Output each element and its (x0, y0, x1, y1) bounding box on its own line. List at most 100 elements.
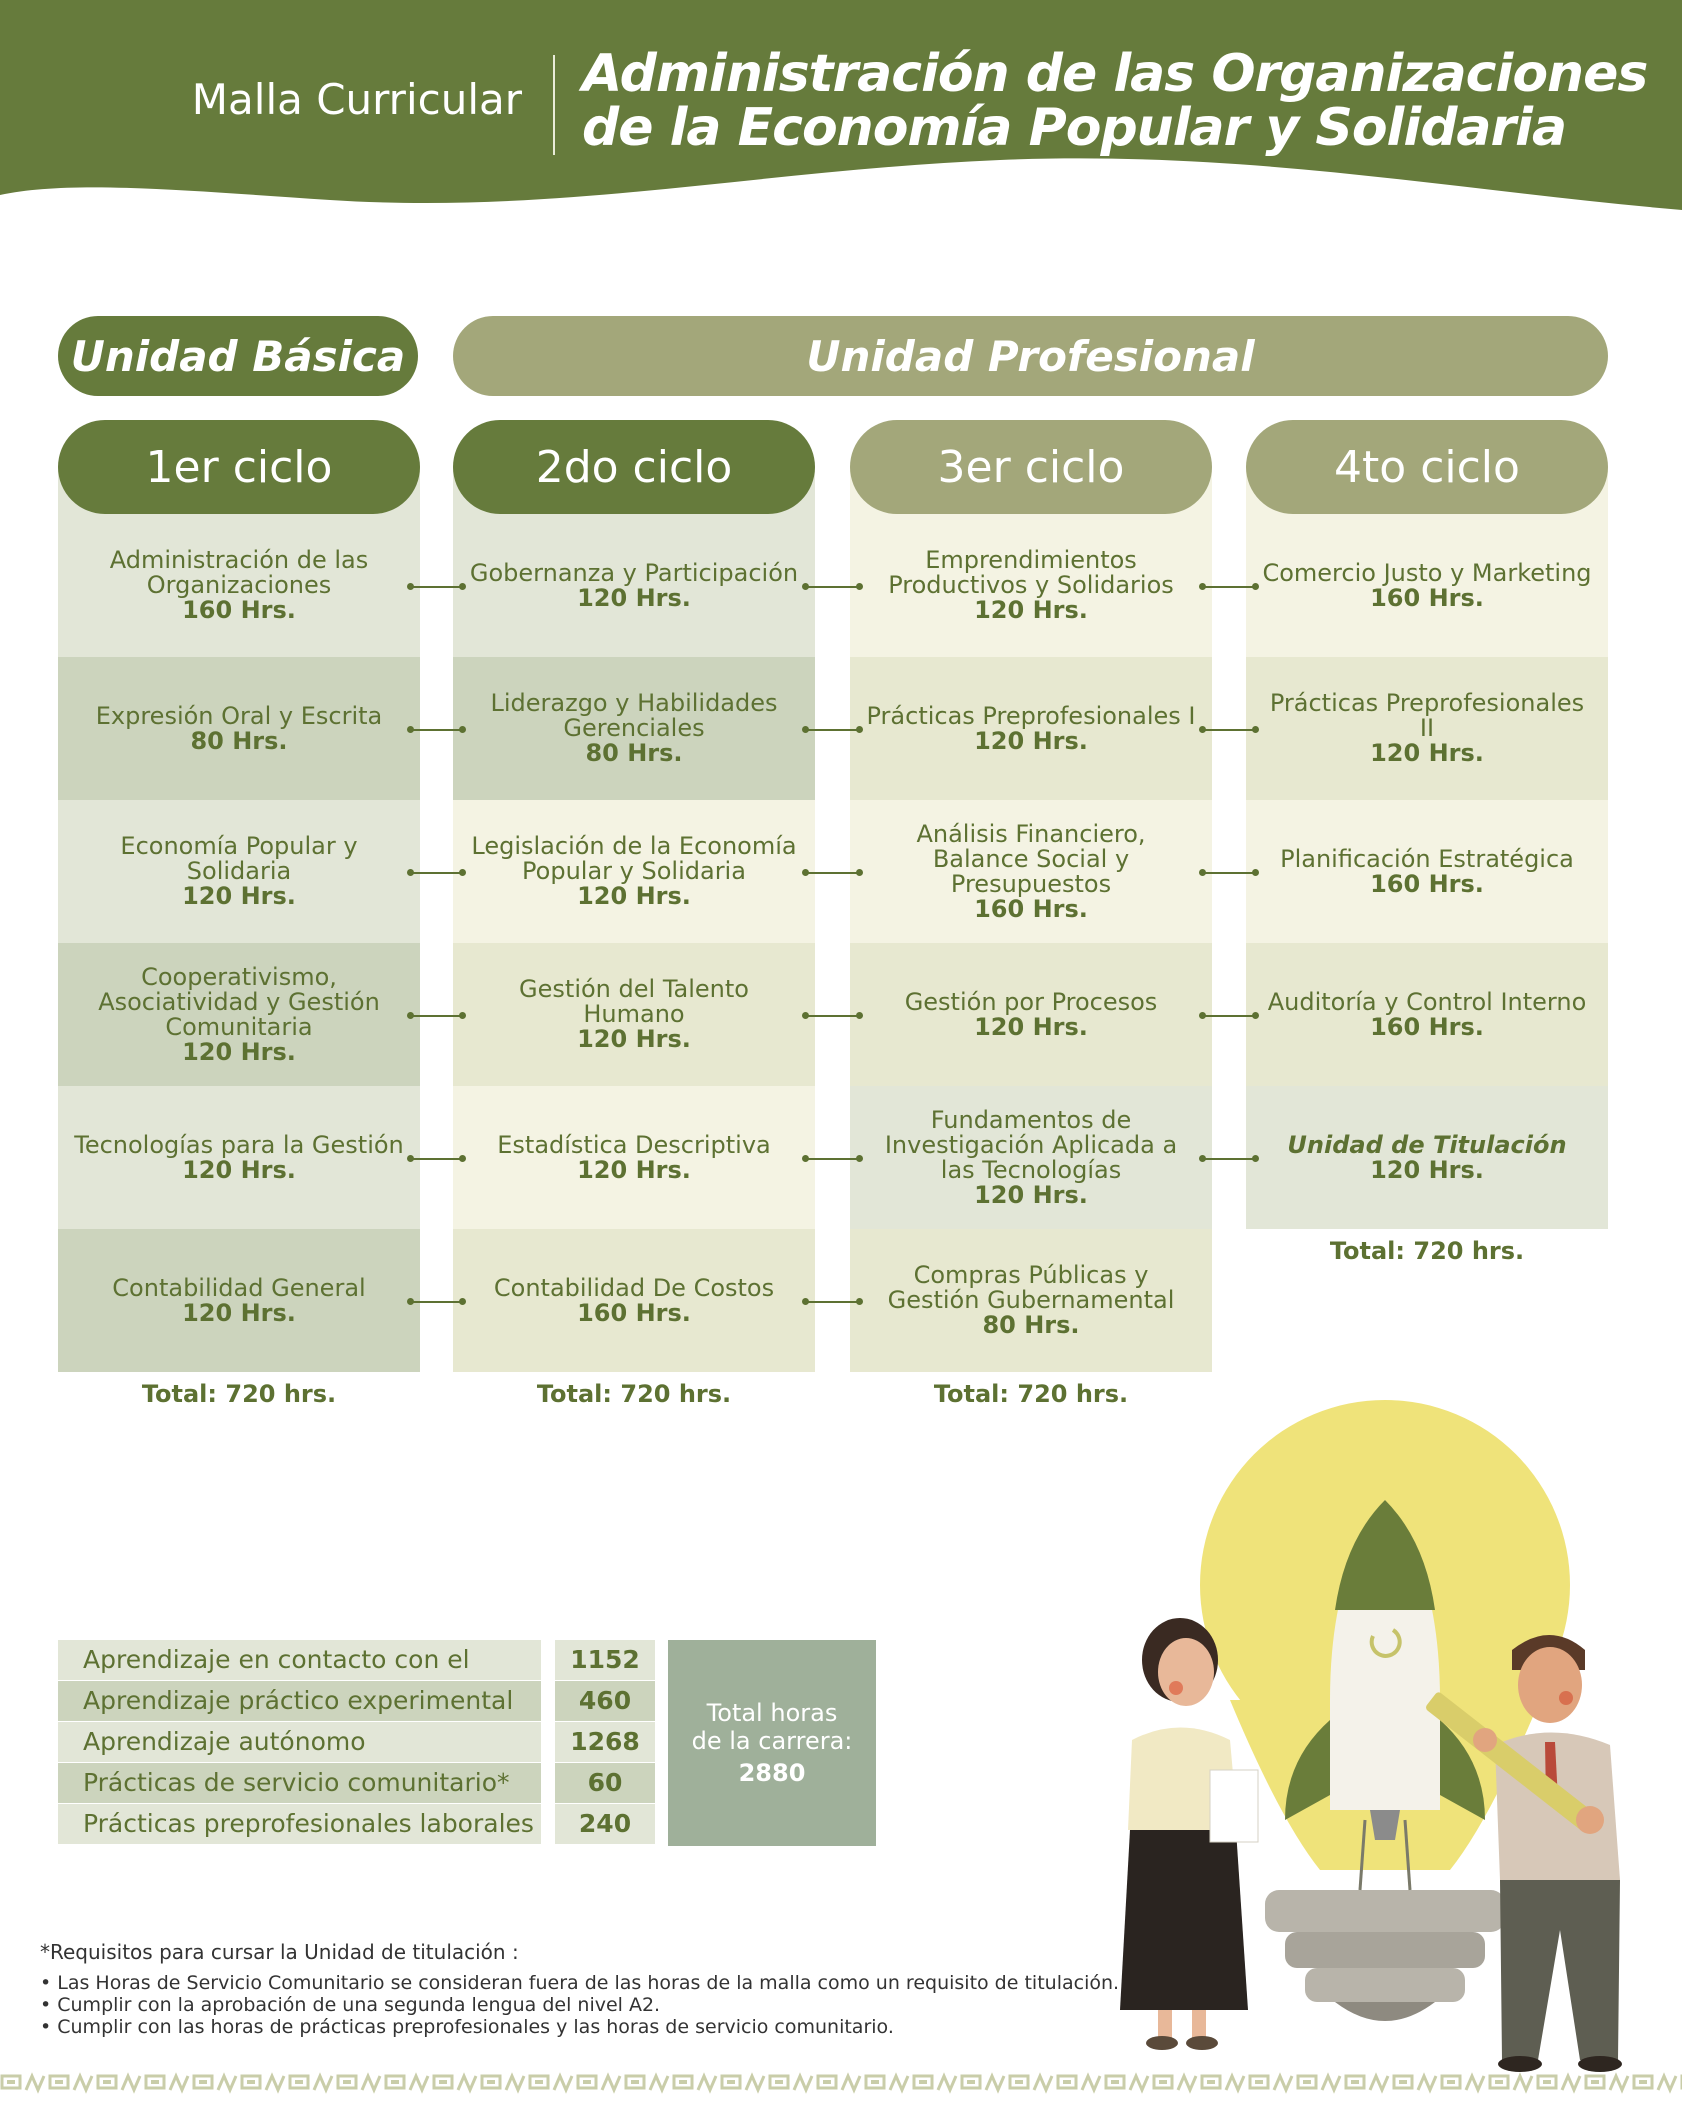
total-career-value: 2880 (738, 1759, 806, 1787)
total-career-label-1: Total horas (706, 1699, 838, 1727)
subject-name: Prácticas Preprofesionales I (866, 701, 1196, 730)
subject-name: Compras Públicas y Gestión Gubernamental (887, 1261, 1175, 1314)
subject-hours: 80 Hrs. (190, 726, 288, 755)
hours-value: 460 (555, 1681, 655, 1721)
cycle-column-3: 3er ciclo Emprendimientos Productivos y … (850, 420, 1212, 1408)
subject-hours: 120 Hrs. (974, 1180, 1088, 1209)
subject-connector (407, 725, 466, 733)
subject-connector (407, 1297, 466, 1305)
hours-label: Prácticas de servicio comunitario* (58, 1763, 541, 1803)
subject-cell: Legislación de la Economía Popular y Sol… (453, 800, 815, 943)
header-wave-background (0, 0, 1682, 210)
subject-connector (407, 582, 466, 590)
subject-name: Cooperativismo, Asociatividad y Gestión … (98, 962, 380, 1041)
cycle-header: 4to ciclo (1246, 420, 1608, 514)
hours-label: Aprendizaje en contacto con el docente (58, 1640, 541, 1714)
subject-connector (802, 1297, 863, 1305)
subject-name: Administración de las Organizaciones (109, 546, 369, 599)
subject-connector (1199, 1011, 1259, 1019)
page-title-line-1: Administración de las Organizaciones (582, 44, 1648, 104)
subject-hours: 120 Hrs. (974, 596, 1088, 624)
subject-name: Gestión por Procesos (904, 987, 1158, 1016)
subject-name: Prácticas Preprofesionales II (1269, 689, 1585, 742)
subject-connector (1199, 725, 1259, 733)
subject-connector (802, 868, 863, 876)
requirement-item: • Cumplir con las horas de prácticas pre… (40, 2016, 894, 2038)
subject-connector (407, 1154, 466, 1162)
cycle-total: Total: 720 hrs. (933, 1380, 1129, 1408)
subject-hours: 120 Hrs. (577, 1025, 691, 1053)
subject-name: Liderazgo y Habilidades Gerenciales (490, 689, 778, 742)
subject-hours: 120 Hrs. (577, 583, 691, 612)
subject-connector (1199, 868, 1259, 876)
subject-name: Fundamentos de Investigación Aplicada a … (884, 1105, 1178, 1184)
subject-name: Tecnologías para la Gestión (74, 1130, 404, 1159)
subject-name: Legislación de la Economía Popular y Sol… (471, 832, 797, 885)
subject-hours: 160 Hrs. (577, 1298, 691, 1327)
total-career-label-2: de la carrera: (691, 1727, 853, 1755)
subject-hours: 160 Hrs. (974, 894, 1088, 923)
subject-hours: 160 Hrs. (182, 596, 296, 624)
subject-name: Comercio Justo y Marketing (1262, 558, 1592, 587)
subject-list: Emprendimientos Productivos y Solidarios… (850, 467, 1212, 1372)
subject-connector (802, 582, 863, 590)
subject-hours: 120 Hrs. (974, 1012, 1088, 1041)
subject-name: Auditoría y Control Interno (1267, 987, 1587, 1016)
hours-value: 240 (555, 1804, 655, 1844)
subject-hours: 120 Hrs. (577, 1155, 691, 1184)
header-divider (553, 55, 555, 155)
subject-name: Estadística Descriptiva (497, 1130, 771, 1159)
subject-connector (802, 1011, 863, 1019)
subject-hours: 120 Hrs. (974, 726, 1088, 755)
subject-connector (1199, 582, 1259, 590)
subject-name: Unidad de Titulación (1287, 1130, 1567, 1159)
subject-hours: 80 Hrs. (982, 1311, 1080, 1339)
unit-basic-pill: Unidad Básica (58, 316, 418, 396)
hours-label: Prácticas preprofesionales laborales (58, 1804, 541, 1844)
cycle-total: Total: 720 hrs. (536, 1380, 732, 1408)
subject-connector (1199, 1154, 1259, 1162)
subject-name: Emprendimientos Productivos y Solidarios (888, 546, 1174, 599)
requirement-item: • Las Horas de Servicio Comunitario se c… (40, 1972, 1120, 1994)
subject-name: Gestión del Talento Humano (519, 975, 749, 1028)
subject-hours: 160 Hrs. (1370, 869, 1484, 898)
unit-professional-pill: Unidad Profesional (453, 316, 1608, 396)
subject-connector (802, 725, 863, 733)
hours-value: 1152 (555, 1640, 655, 1680)
requirements-title: *Requisitos para cursar la Unidad de tit… (40, 1940, 519, 1964)
cycle-header: 2do ciclo (453, 420, 815, 514)
subject-hours: 120 Hrs. (1370, 739, 1484, 767)
subject-name: Economía Popular y Solidaria (120, 832, 358, 885)
header-subtitle: Malla Curricular (191, 75, 522, 124)
page-title-line-2: de la Economía Popular y Solidaria (582, 98, 1567, 158)
hours-label: Aprendizaje práctico experimental (58, 1681, 541, 1721)
subject-hours: 120 Hrs. (577, 882, 691, 910)
subject-cell: Cooperativismo, Asociatividad y Gestión … (58, 943, 420, 1086)
subject-hours: 160 Hrs. (1370, 1012, 1484, 1041)
subject-hours: 80 Hrs. (585, 739, 683, 767)
subject-hours: 160 Hrs. (1370, 583, 1484, 612)
subject-hours: 120 Hrs. (182, 882, 296, 910)
subject-cell: Análisis Financiero, Balance Social y Pr… (850, 800, 1212, 943)
subject-connector (407, 868, 466, 876)
cycle-header: 1er ciclo (58, 420, 420, 514)
decorative-pattern-strip (0, 2068, 1682, 2106)
subject-hours: 120 Hrs. (182, 1037, 296, 1066)
